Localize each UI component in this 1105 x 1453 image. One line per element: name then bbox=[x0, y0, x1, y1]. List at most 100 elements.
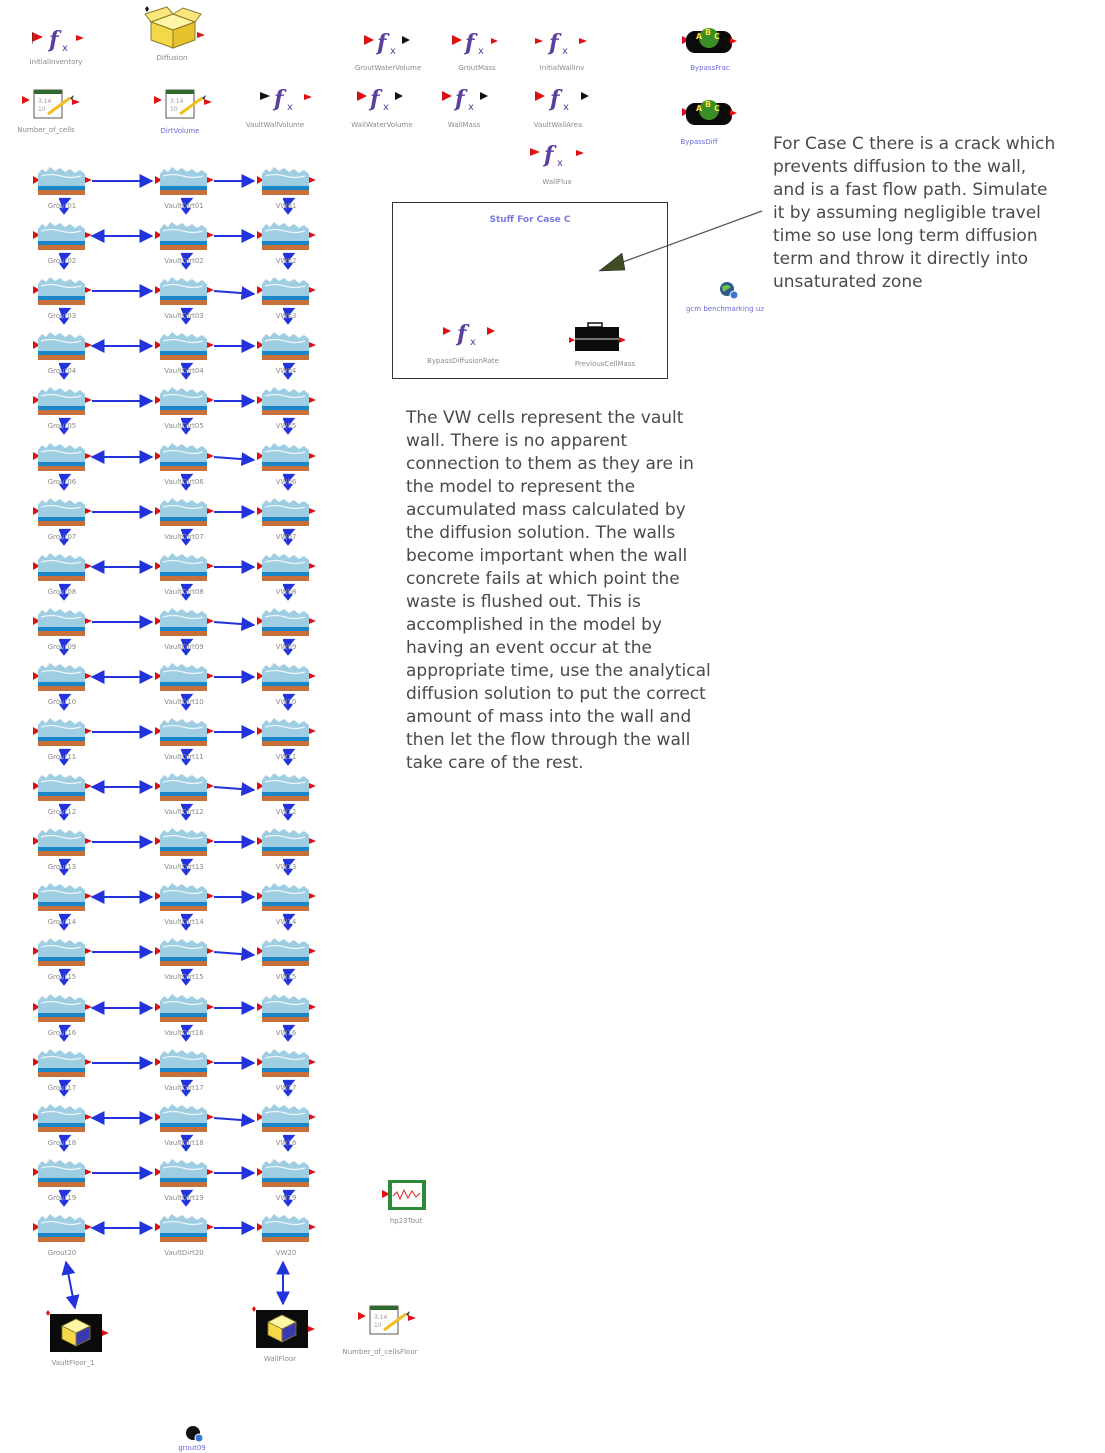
cell-vault-14[interactable] bbox=[155, 880, 215, 914]
cell-wall-20[interactable] bbox=[257, 1211, 317, 1245]
cell-vault-03[interactable] bbox=[155, 274, 215, 308]
number-of-cells-floor-data[interactable]: 3.14 10 bbox=[358, 1304, 420, 1336]
cell-grout-14[interactable] bbox=[33, 880, 93, 914]
cell-grout-07[interactable] bbox=[33, 495, 93, 529]
cell-wall-18[interactable] bbox=[257, 1101, 317, 1135]
cell-vault-07[interactable] bbox=[155, 495, 215, 529]
cell-grout-17[interactable] bbox=[33, 1046, 93, 1080]
svg-text:f: f bbox=[542, 142, 557, 168]
cell-vault-10[interactable] bbox=[155, 660, 215, 694]
wall-water-volume-function[interactable]: f x bbox=[357, 86, 405, 114]
cell-pathway-icon bbox=[257, 718, 316, 746]
wall-flux-function[interactable]: f x bbox=[530, 142, 588, 170]
cell-vault-04[interactable] bbox=[155, 329, 215, 363]
vault-floor-submodel[interactable] bbox=[44, 1310, 110, 1354]
previous-cell-mass-element[interactable] bbox=[569, 321, 629, 353]
cell-vault-12[interactable] bbox=[155, 770, 215, 804]
cell-vault-05[interactable] bbox=[155, 384, 215, 418]
cell-grout-20[interactable] bbox=[33, 1211, 93, 1245]
cell-wall-17[interactable] bbox=[257, 1046, 317, 1080]
cell-wall-11[interactable] bbox=[257, 715, 317, 749]
cell-wall-10[interactable] bbox=[257, 660, 317, 694]
cell-wall-02[interactable] bbox=[257, 219, 317, 253]
cell-wall-08[interactable] bbox=[257, 550, 317, 584]
svg-text:f: f bbox=[375, 30, 390, 56]
cell-grout-06[interactable] bbox=[33, 440, 93, 474]
cell-wall-19[interactable] bbox=[257, 1156, 317, 1190]
vault-wall-volume-function[interactable]: f x bbox=[260, 86, 316, 114]
number-of-cells-data[interactable]: 3.14 10 bbox=[22, 88, 84, 120]
cell-vault-11[interactable] bbox=[155, 715, 215, 749]
cell-vault-15[interactable] bbox=[155, 935, 215, 969]
cell-grout-05[interactable] bbox=[33, 384, 93, 418]
cell-vault-01[interactable] bbox=[155, 164, 215, 198]
cell-vault-20[interactable] bbox=[155, 1211, 215, 1245]
gcm-benchmarking-uz-link[interactable] bbox=[718, 281, 740, 301]
hp23-tout-chart[interactable] bbox=[382, 1178, 428, 1212]
cell-grout-19[interactable] bbox=[33, 1156, 93, 1190]
grout09-alias[interactable] bbox=[184, 1424, 206, 1444]
dirt-volume-data[interactable]: 3.14 10 bbox=[154, 88, 216, 120]
cell-grout-13[interactable] bbox=[33, 825, 93, 859]
vertical-flow-link bbox=[181, 583, 194, 601]
cell-label: VW01 bbox=[275, 202, 297, 210]
initial-inventory-function[interactable]: f x bbox=[31, 27, 90, 55]
diffusion-container[interactable] bbox=[143, 6, 213, 50]
cell-grout-12[interactable] bbox=[33, 770, 93, 804]
function-icon: f x bbox=[535, 86, 589, 113]
cell-grout-16[interactable] bbox=[33, 991, 93, 1025]
cell-vault-08[interactable] bbox=[155, 550, 215, 584]
bypass-diff-element[interactable]: A B C bbox=[682, 96, 738, 130]
cell-grout-01[interactable] bbox=[33, 164, 93, 198]
cell-vault-13[interactable] bbox=[155, 825, 215, 859]
bypass-diffusion-rate-label: BypassDiffusionRate bbox=[427, 357, 499, 365]
cell-grout-15[interactable] bbox=[33, 935, 93, 969]
cell-wall-04[interactable] bbox=[257, 329, 317, 363]
vault-wall-area-function[interactable]: f x bbox=[535, 86, 593, 114]
cell-wall-13[interactable] bbox=[257, 825, 317, 859]
grout-mass-function[interactable]: f x bbox=[452, 30, 500, 58]
cell-grout-02[interactable] bbox=[33, 219, 93, 253]
cell-wall-07[interactable] bbox=[257, 495, 317, 529]
cell-vault-19[interactable] bbox=[155, 1156, 215, 1190]
case-c-container[interactable]: Stuff For Case C f x BypassDiffusionRate… bbox=[392, 202, 668, 379]
grout-water-volume-function[interactable]: f x bbox=[364, 30, 412, 58]
cell-wall-09[interactable] bbox=[257, 605, 317, 639]
bypass-diffusion-rate-function[interactable]: f x bbox=[443, 321, 501, 349]
cell-vault-06[interactable] bbox=[155, 440, 215, 474]
cell-wall-15[interactable] bbox=[257, 935, 317, 969]
cell-wall-05[interactable] bbox=[257, 384, 317, 418]
cell-grout-09[interactable] bbox=[33, 605, 93, 639]
cell-grout-08[interactable] bbox=[33, 550, 93, 584]
vertical-flow-link bbox=[59, 968, 72, 986]
cell-pathway-icon bbox=[33, 663, 92, 691]
cell-grout-04[interactable] bbox=[33, 329, 93, 363]
cell-vault-17[interactable] bbox=[155, 1046, 215, 1080]
cell-grout-10[interactable] bbox=[33, 660, 93, 694]
vertical-flow-link bbox=[59, 197, 72, 215]
cell-wall-01[interactable] bbox=[257, 164, 317, 198]
wall-floor-submodel[interactable] bbox=[250, 1306, 316, 1350]
cell-vault-09[interactable] bbox=[155, 605, 215, 639]
vertical-flow-link bbox=[181, 1134, 194, 1152]
wall-mass-function[interactable]: f x bbox=[442, 86, 490, 114]
cell-wall-16[interactable] bbox=[257, 991, 317, 1025]
vertical-flow-link bbox=[283, 968, 296, 986]
cell-grout-03[interactable] bbox=[33, 274, 93, 308]
bypass-frac-element[interactable]: A B C bbox=[682, 24, 738, 58]
cell-grout-11[interactable] bbox=[33, 715, 93, 749]
cell-wall-12[interactable] bbox=[257, 770, 317, 804]
vw-cells-note: The VW cells represent the vault wall. T… bbox=[406, 408, 711, 773]
cell-wall-14[interactable] bbox=[257, 880, 317, 914]
cell-wall-03[interactable] bbox=[257, 274, 317, 308]
cell-label: VaultDirt12 bbox=[164, 808, 204, 816]
cell-vault-02[interactable] bbox=[155, 219, 215, 253]
cell-wall-06[interactable] bbox=[257, 440, 317, 474]
svg-text:x: x bbox=[562, 46, 568, 57]
cell-grout-18[interactable] bbox=[33, 1101, 93, 1135]
cell-vault-18[interactable] bbox=[155, 1101, 215, 1135]
cell-vault-16[interactable] bbox=[155, 991, 215, 1025]
initial-wall-inv-function[interactable]: f x bbox=[535, 30, 591, 58]
vertical-flow-link bbox=[283, 417, 296, 435]
vertical-flow-link bbox=[59, 1024, 72, 1042]
